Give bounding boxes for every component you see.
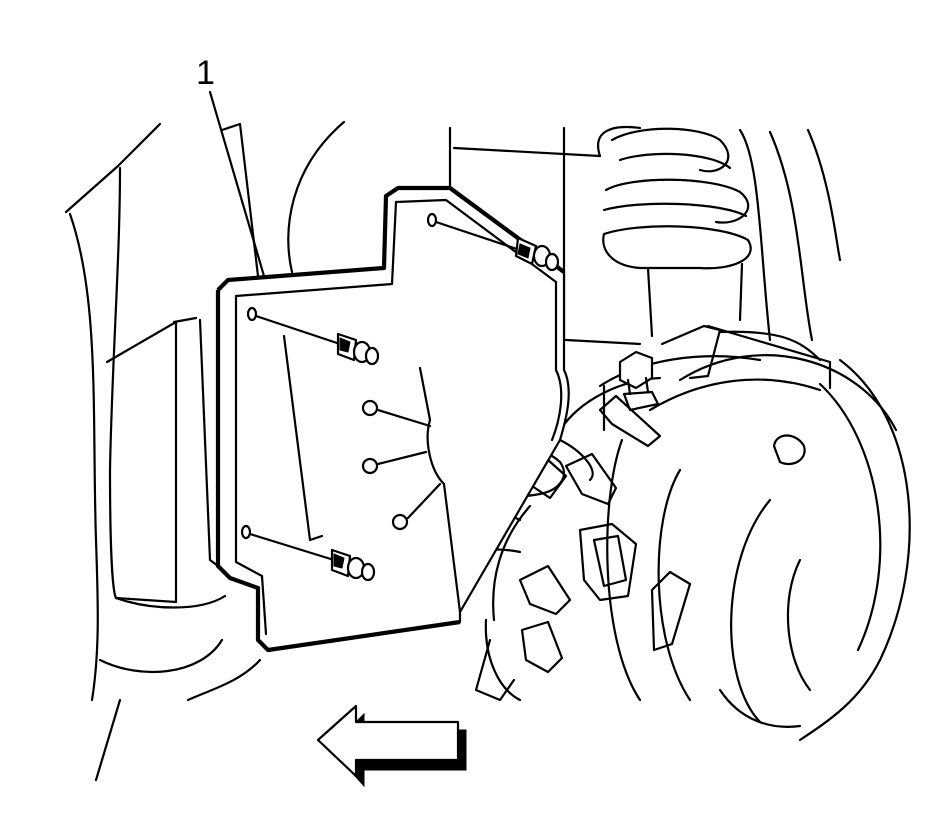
strut-spring-assembly <box>448 126 842 346</box>
caliper-bolt <box>618 350 660 412</box>
shield-holes <box>240 212 442 540</box>
push-pin-fastener-lower-left <box>248 532 376 582</box>
push-pin-fastener-upper-left <box>254 314 380 366</box>
direction-arrow-left-icon <box>316 704 467 788</box>
push-pin-fastener-upper-right <box>434 220 560 272</box>
callout-1-label: 1 <box>196 54 215 92</box>
brake-rotor-caliper <box>474 324 911 742</box>
callout-1: 1 <box>196 54 266 278</box>
splash-shield <box>215 185 570 653</box>
fastener-leader-line <box>282 334 324 542</box>
